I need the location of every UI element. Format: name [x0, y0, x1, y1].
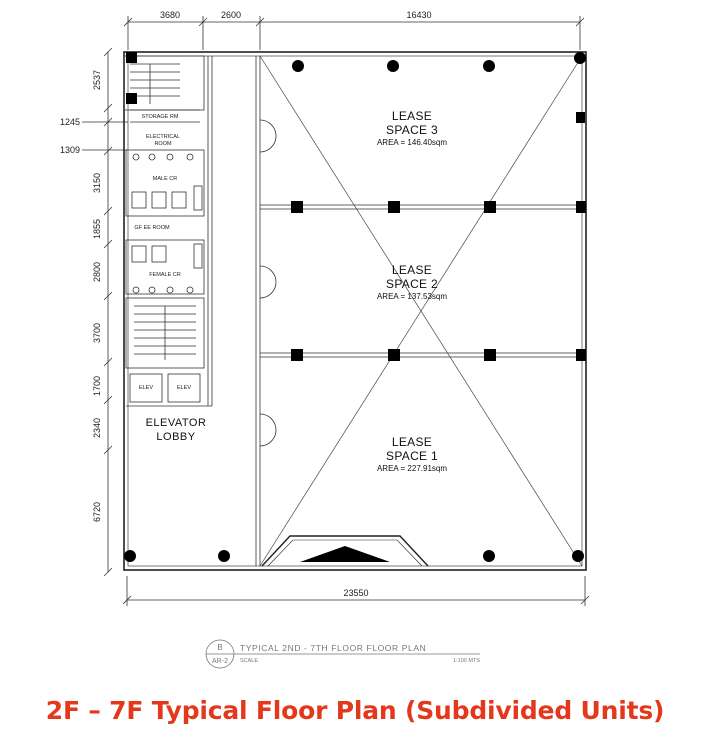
room-label-male-cr: MALE CR: [153, 176, 177, 182]
dimension-left-3: 1309: [60, 145, 80, 155]
dimension-top-2: 2600: [221, 10, 241, 20]
corridor-partitions: [255, 56, 582, 566]
dimension-left-4: 3150: [92, 173, 102, 193]
dimension-left-10: 6720: [92, 502, 102, 522]
room-label-elevator-lobby-line2: LOBBY: [156, 431, 195, 443]
dimension-left-5: 1855: [92, 219, 102, 239]
left-dimension-line: [82, 47, 128, 577]
bottom-bay-notch: [261, 535, 429, 567]
dimension-left-1: 2537: [92, 70, 102, 90]
bottom-dimension-line: [122, 576, 590, 606]
structural-columns: [124, 52, 586, 562]
room-label-elev-2: ELEV: [177, 385, 191, 391]
room-label-elev-1: ELEV: [139, 385, 153, 391]
lease-space-2-line1: LEASE: [392, 263, 432, 277]
dimension-left-8: 1700: [92, 376, 102, 396]
bottom-bay-arrow: [300, 546, 390, 562]
top-dimension-line: [123, 16, 585, 50]
lease-area-diagonals: [259, 55, 583, 567]
room-label-electrical-line1: ELECTRICAL: [146, 134, 180, 140]
dimension-bottom: 23550: [343, 588, 368, 598]
column-core-2: [126, 93, 137, 104]
lease-space-1-area: AREA = 227.91sqm: [377, 464, 447, 473]
room-label-electrical-line2: ROOM: [154, 141, 172, 147]
floor-plan-drawing: 3680 2600 16430 2537 1245 1309 3150 1855…: [60, 10, 590, 669]
scale-label: SCALE: [240, 658, 258, 664]
lease-space-2-line2: SPACE 2: [386, 277, 438, 291]
column-core-1: [126, 52, 137, 63]
dimension-left-6: 2800: [92, 262, 102, 282]
lease-space-3-line2: SPACE 3: [386, 123, 438, 137]
room-label-gf-ee-room: GF EE ROOM: [134, 225, 170, 231]
room-label-storage: STORAGE RM: [142, 114, 179, 120]
dimension-top-3: 16430: [406, 10, 431, 20]
dimension-left-7: 3700: [92, 323, 102, 343]
page-caption: 2F – 7F Typical Floor Plan (Subdivided U…: [45, 696, 665, 725]
dimension-left-9: 2340: [92, 418, 102, 438]
lease-space-3-area: AREA = 146.40sqm: [377, 138, 447, 147]
drawing-title-block: [205, 639, 480, 669]
room-label-female-cr: FEMALE CR: [149, 272, 181, 278]
title-tag-bottom: AR-2: [212, 658, 228, 665]
lease-space-1-line2: SPACE 1: [386, 449, 438, 463]
lease-space-3-line1: LEASE: [392, 109, 432, 123]
exterior-walls: [123, 51, 587, 571]
lease-space-1-line1: LEASE: [392, 435, 432, 449]
lease-space-2-area: AREA = 137.53sqm: [377, 292, 447, 301]
service-core: [123, 55, 213, 407]
dimension-top-1: 3680: [160, 10, 180, 20]
room-label-elevator-lobby-line1: ELEVATOR: [146, 417, 207, 429]
title-tag-top: B: [217, 643, 222, 652]
drawing-title: TYPICAL 2ND - 7TH FLOOR FLOOR PLAN: [240, 643, 426, 653]
scale-value: 1:100 MTS: [453, 658, 480, 664]
dimension-left-2: 1245: [60, 117, 80, 127]
